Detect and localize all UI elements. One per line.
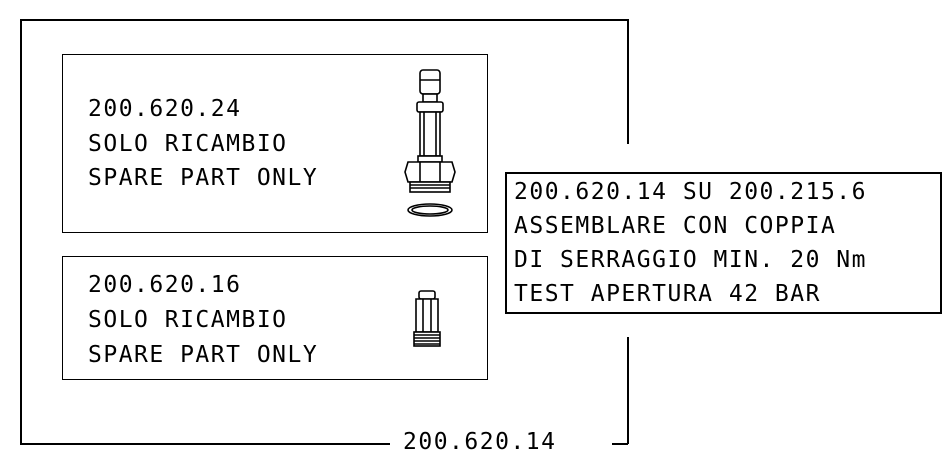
part-lower-code: 200.620.16 [88, 272, 242, 298]
outer-frame-right-lower [627, 337, 629, 444]
assembly-note-line3: DI SERRAGGIO MIN. 20 Nm [514, 247, 867, 273]
outer-frame-left [20, 19, 22, 444]
part-upper-line2: SPARE PART ONLY [88, 165, 319, 191]
assembly-note-line2: ASSEMBLARE CON COPPIA [514, 213, 837, 239]
assembly-note-line4: TEST APERTURA 42 BAR [514, 281, 821, 307]
part-lower-box [62, 256, 488, 380]
outer-frame-top [20, 19, 628, 21]
outer-assembly-label: 200.620.14 [403, 429, 557, 455]
part-lower-line2: SPARE PART ONLY [88, 342, 319, 368]
assembly-note-line1: 200.620.14 SU 200.215.6 [514, 179, 867, 205]
valve-spindle-with-nut-and-oring-icon [404, 69, 456, 217]
assembly-note-box [505, 172, 942, 314]
part-upper-code: 200.620.24 [88, 96, 242, 122]
hex-fitting-icon [413, 290, 441, 347]
part-upper-box [62, 54, 488, 233]
part-lower-line1: SOLO RICAMBIO [88, 307, 288, 333]
outer-frame-right-upper [627, 19, 629, 144]
outer-frame-bottom [20, 443, 390, 445]
outer-frame-bottom-right [612, 443, 628, 445]
part-upper-line1: SOLO RICAMBIO [88, 131, 288, 157]
